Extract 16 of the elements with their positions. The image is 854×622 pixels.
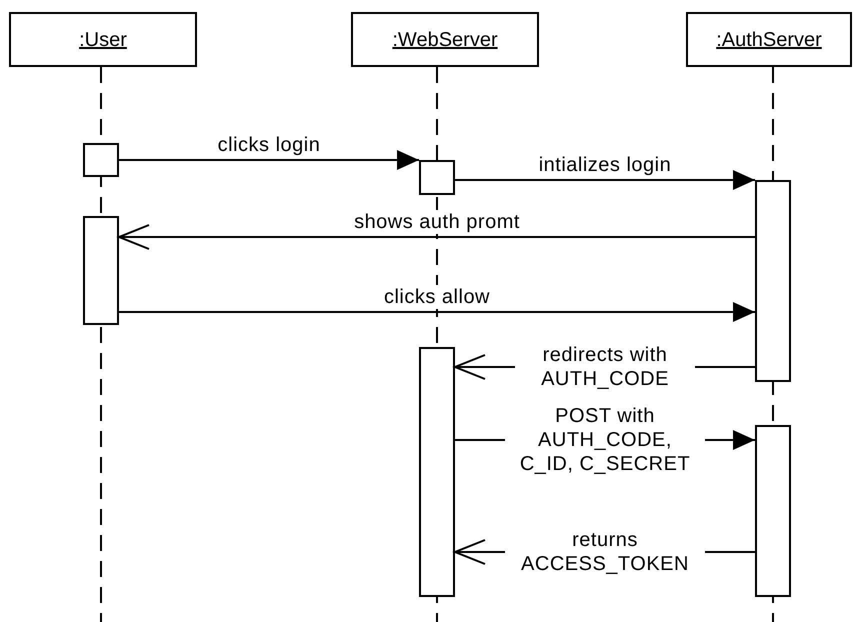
- object-name: :User: [79, 28, 127, 52]
- object-box: [351, 12, 539, 67]
- message-arrow: [118, 224, 755, 250]
- object-name: :WebServer: [392, 28, 498, 52]
- object-box: [686, 12, 852, 67]
- object-box: [9, 12, 197, 67]
- activation-bar: [419, 347, 455, 597]
- object-name: :AuthServer: [716, 28, 822, 52]
- activation-bar: [83, 216, 119, 325]
- activation-bar: [419, 160, 455, 195]
- message-arrow: [119, 302, 755, 322]
- activation-bar: [755, 425, 791, 597]
- activation-bar: [755, 180, 791, 382]
- message-arrow: [119, 150, 419, 170]
- activation-bar: [83, 143, 119, 177]
- message-arrow: [455, 170, 755, 190]
